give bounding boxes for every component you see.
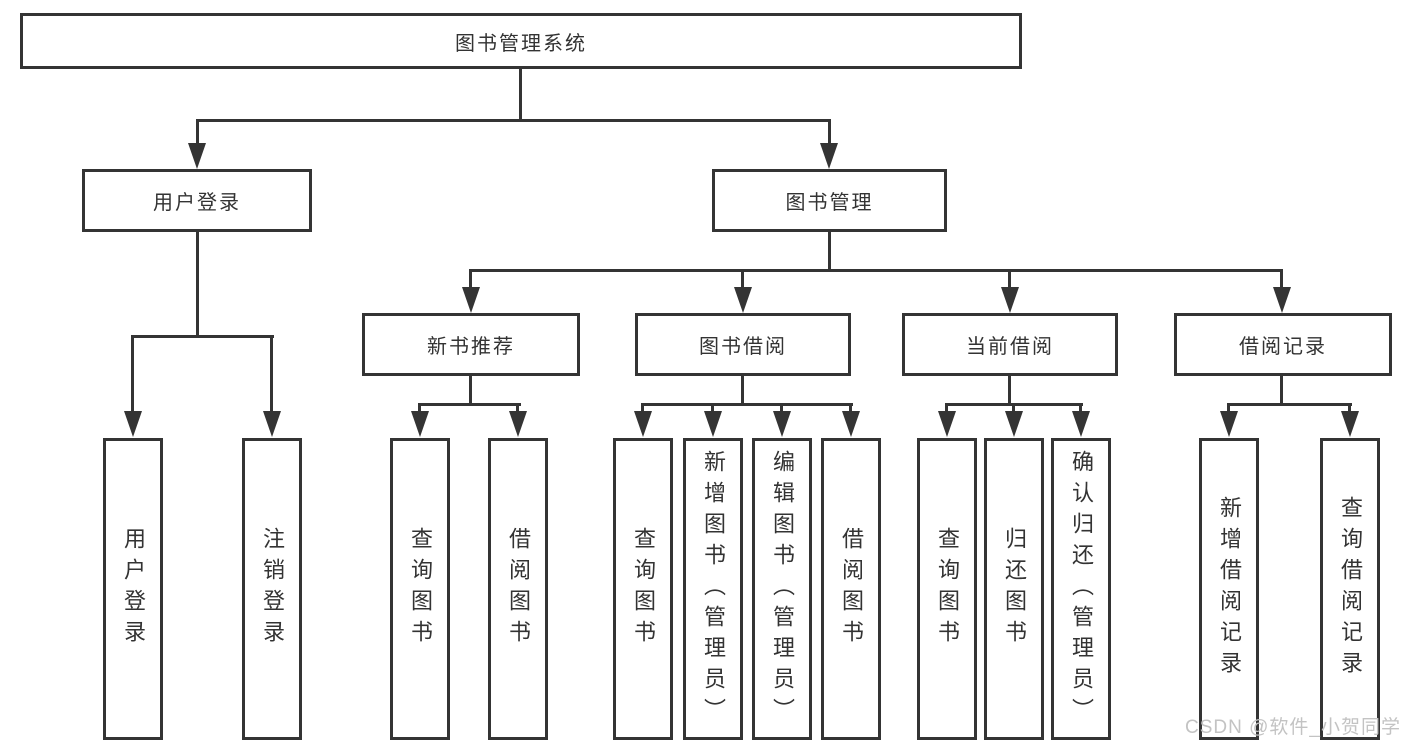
edge-user-login-branch [131,335,274,338]
edge-stem-leaf [641,403,644,414]
edge-stem-leaf [1348,403,1351,414]
arrow-down-icon [842,411,860,437]
edge-stem-current-borrow [1008,269,1011,290]
leaf-label: 用户登录 [121,527,146,651]
node-current-borrow: 当前借阅 [902,313,1118,376]
csdn-watermark: CSDN @软件_小贺同学 [1185,717,1401,738]
edge-stem-leaf [1227,403,1230,414]
arrow-down-icon [1341,411,1359,437]
leaf-label: 查询借阅记录 [1338,496,1363,682]
edge-book-management-branch [469,269,1283,272]
node-leaf-query-book-1: 查询图书 [390,438,450,740]
arrow-down-icon [1273,287,1291,313]
edge-borrow-record-trunk [1280,376,1283,406]
leaf-label: 新增图书（管理员） [701,449,726,729]
node-leaf-confirm-return-admin: 确认归还（管理员） [1051,438,1111,740]
edge-borrow-record-branch [1227,403,1352,406]
edge-stem-leaf-logout [270,335,273,414]
node-leaf-user-login: 用户登录 [103,438,163,740]
arrow-down-icon [124,411,142,437]
arrow-down-icon [263,411,281,437]
leaf-label: 借阅图书 [506,527,531,651]
node-leaf-borrow-book-2: 借阅图书 [821,438,881,740]
edge-root-trunk [519,69,522,122]
arrow-down-icon [704,411,722,437]
arrow-down-icon [1072,411,1090,437]
arrow-down-icon [734,287,752,313]
node-leaf-add-borrow-record: 新增借阅记录 [1199,438,1259,740]
node-leaf-return-book: 归还图书 [984,438,1044,740]
arrow-down-icon [509,411,527,437]
node-leaf-query-borrow-record: 查询借阅记录 [1320,438,1380,740]
edge-new-book-recommend-trunk [469,376,472,406]
leaf-label: 归还图书 [1002,527,1027,651]
leaf-label: 查询图书 [935,527,960,651]
node-leaf-edit-book-admin: 编辑图书（管理员） [752,438,812,740]
arrow-down-icon [411,411,429,437]
leaf-label: 借阅图书 [839,527,864,651]
node-user-login: 用户登录 [82,169,312,232]
edge-stem-leaf [418,403,421,414]
node-leaf-add-book-admin: 新增图书（管理员） [683,438,743,740]
edge-stem-book-management [828,119,831,146]
arrow-down-icon [1001,287,1019,313]
leaf-label: 查询图书 [631,527,656,651]
arrow-down-icon [820,143,838,169]
node-leaf-query-book-2: 查询图书 [613,438,673,740]
leaf-label: 注销登录 [260,527,285,651]
edge-stem-leaf [1012,403,1015,414]
edge-stem-borrow-record [1280,269,1283,290]
node-book-management: 图书管理 [712,169,947,232]
arrow-down-icon [773,411,791,437]
edge-stem-leaf-user-login [131,335,134,414]
arrow-down-icon [634,411,652,437]
edge-stem-user-login [196,119,199,146]
leaf-label: 新增借阅记录 [1217,496,1242,682]
edge-root-branch [197,119,831,122]
edge-stem-leaf [945,403,948,414]
arrow-down-icon [188,143,206,169]
node-book-borrow: 图书借阅 [635,313,851,376]
edge-stem-leaf [849,403,852,414]
edge-current-borrow-trunk [1008,376,1011,406]
edge-user-login-trunk [196,232,199,338]
arrow-down-icon [1005,411,1023,437]
node-new-book-recommend: 新书推荐 [362,313,580,376]
node-borrow-record: 借阅记录 [1174,313,1392,376]
arrow-down-icon [1220,411,1238,437]
node-leaf-logout: 注销登录 [242,438,302,740]
edge-stem-book-borrow [741,269,744,290]
edge-stem-leaf [780,403,783,414]
leaf-label: 编辑图书（管理员） [770,449,795,729]
leaf-label: 确认归还（管理员） [1069,449,1094,729]
arrow-down-icon [938,411,956,437]
leaf-label: 查询图书 [408,527,433,651]
edge-stem-leaf [516,403,519,414]
edge-new-book-recommend-branch [418,403,521,406]
edge-stem-leaf [711,403,714,414]
edge-stem-leaf [1079,403,1082,414]
node-leaf-query-book-3: 查询图书 [917,438,977,740]
node-leaf-borrow-book-1: 借阅图书 [488,438,548,740]
node-root: 图书管理系统 [20,13,1022,69]
edge-stem-new-book-recommend [469,269,472,290]
edge-book-borrow-trunk [741,376,744,406]
edge-book-borrow-branch [641,403,853,406]
edge-book-management-trunk [828,232,831,272]
arrow-down-icon [462,287,480,313]
